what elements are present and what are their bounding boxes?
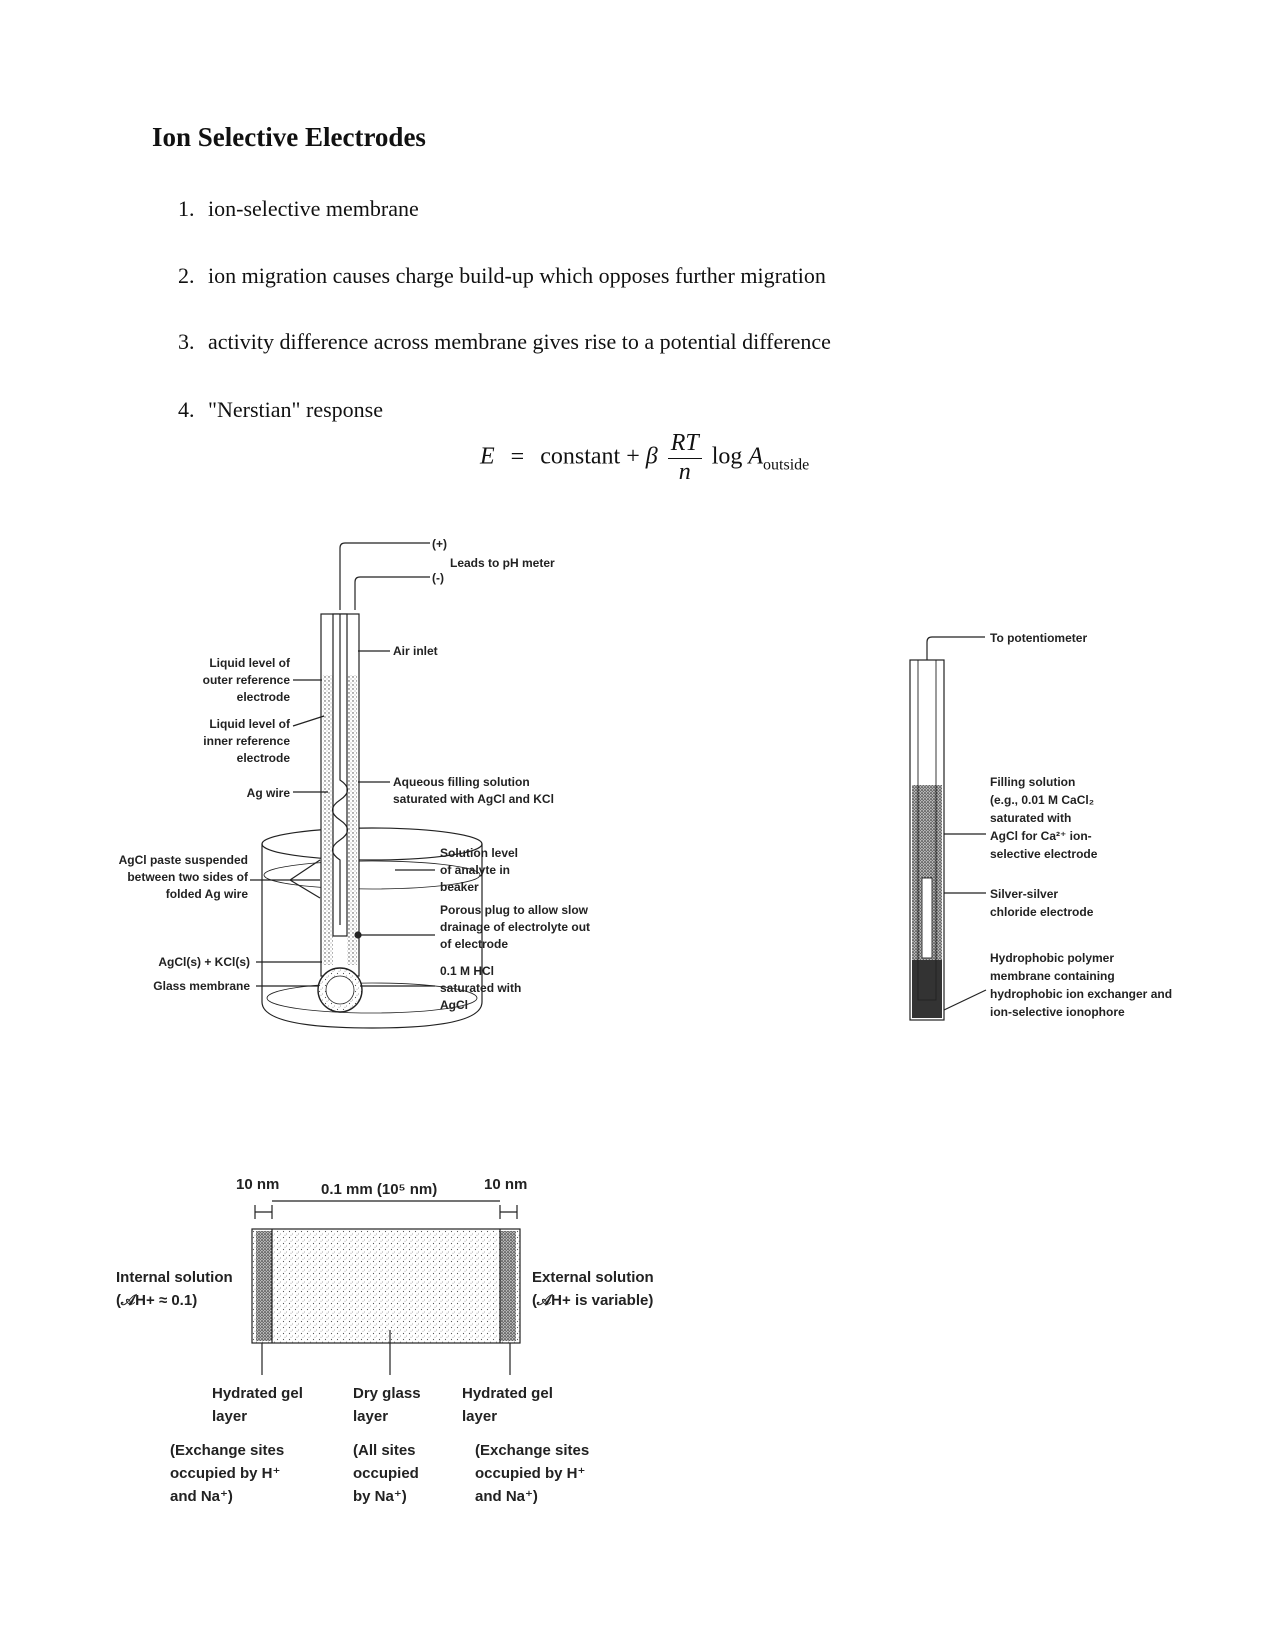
svg-text:saturated with AgCl and KCl: saturated with AgCl and KCl (393, 792, 554, 806)
plus-lead-label: (+) (432, 537, 447, 551)
list-item: 3.activity difference across membrane gi… (178, 329, 831, 354)
svg-text:(𝒜H+ is variable): (𝒜H+ is variable) (532, 1292, 653, 1309)
svg-text:(𝒜H+ ≈ 0.1): (𝒜H+ ≈ 0.1) (116, 1292, 197, 1309)
svg-text:membrane containing: membrane containing (990, 969, 1115, 983)
svg-text:inner reference: inner reference (203, 734, 290, 748)
ph-electrode-labels: (+) (-) Leads to pH meter Air inlet Liqu… (119, 537, 590, 1012)
svg-text:outer reference: outer reference (203, 673, 291, 687)
svg-text:by Na⁺): by Na⁺) (353, 1488, 407, 1505)
ag-wire-label: Ag wire (247, 786, 291, 800)
svg-text:Liquid level of: Liquid level of (209, 656, 291, 670)
list-item: 4."Nerstian" response (178, 397, 383, 422)
svg-text:Liquid level of: Liquid level of (209, 717, 291, 731)
page-title: Ion Selective Electrodes (152, 122, 426, 152)
svg-text:Solution level: Solution level (440, 846, 518, 860)
svg-text:External solution: External solution (532, 1269, 654, 1286)
list-item: 2.ion migration causes charge build-up w… (178, 263, 826, 288)
svg-text:electrode: electrode (237, 751, 291, 765)
svg-text:beaker: beaker (440, 880, 479, 894)
leads-label: Leads to pH meter (450, 556, 555, 570)
svg-text:drainage of electrolyte out: drainage of electrolyte out (440, 920, 590, 934)
svg-text:saturated with: saturated with (990, 811, 1071, 825)
svg-text:layer: layer (353, 1408, 388, 1425)
svg-text:Porous plug to allow slow: Porous plug to allow slow (440, 903, 589, 917)
to-potentiometer-label: To potentiometer (990, 631, 1087, 645)
air-inlet-label: Air inlet (393, 644, 438, 658)
svg-text:of electrode: of electrode (440, 937, 508, 951)
svg-text:Hydrophobic polymer: Hydrophobic polymer (990, 951, 1114, 965)
svg-text:between two sides of: between two sides of (127, 870, 249, 884)
ph-electrode-diagram (250, 542, 483, 1029)
svg-text:electrode: electrode (237, 690, 291, 704)
svg-text:0.1 M HCl: 0.1 M HCl (440, 964, 494, 978)
svg-text:AgCl for Ca²⁺ ion-: AgCl for Ca²⁺ ion- (990, 829, 1092, 843)
svg-text:AgCl: AgCl (440, 998, 468, 1012)
svg-text:(Exchange sites: (Exchange sites (170, 1442, 284, 1459)
ion-selective-electrode-diagram (909, 636, 987, 1021)
svg-text:layer: layer (212, 1408, 247, 1425)
svg-text:of analyte in: of analyte in (440, 863, 510, 877)
glass-membrane-labels: 10 nm 0.1 mm (10⁵ nm) 10 nm Internal sol… (116, 1176, 654, 1505)
svg-text:Hydrated gel: Hydrated gel (212, 1385, 303, 1402)
svg-text:occupied by H⁺: occupied by H⁺ (475, 1465, 585, 1482)
svg-text:Internal solution: Internal solution (116, 1269, 233, 1286)
svg-text:hydrophobic ion exchanger and: hydrophobic ion exchanger and (990, 987, 1172, 1001)
equation-fraction: RT n (667, 430, 702, 486)
svg-text:and Na⁺): and Na⁺) (475, 1488, 538, 1505)
svg-text:(e.g., 0.01 M CaCl₂: (e.g., 0.01 M CaCl₂ (990, 793, 1094, 807)
svg-text:Filling solution: Filling solution (990, 775, 1075, 789)
svg-text:selective electrode: selective electrode (990, 847, 1098, 861)
svg-text:and Na⁺): and Na⁺) (170, 1488, 233, 1505)
svg-text:Glass membrane: Glass membrane (153, 979, 250, 993)
list-item: 1.ion-selective membrane (178, 196, 419, 221)
svg-text:saturated with: saturated with (440, 981, 521, 995)
nernst-equation: E = constant + β RT n log Aoutside (480, 430, 810, 486)
svg-text:occupied: occupied (353, 1465, 419, 1482)
svg-text:(Exchange sites: (Exchange sites (475, 1442, 589, 1459)
svg-text:chloride electrode: chloride electrode (990, 905, 1094, 919)
svg-text:(All sites: (All sites (353, 1442, 416, 1459)
left-width-label: 10 nm (236, 1176, 279, 1193)
mid-width-label: 0.1 mm (10⁵ nm) (321, 1181, 437, 1198)
right-width-label: 10 nm (484, 1176, 527, 1193)
glass-membrane-diagram (251, 1200, 521, 1375)
svg-text:layer: layer (462, 1408, 497, 1425)
svg-text:ion-selective ionophore: ion-selective ionophore (990, 1005, 1125, 1019)
svg-text:AgCl(s) + KCl(s): AgCl(s) + KCl(s) (158, 955, 250, 969)
minus-lead-label: (-) (432, 571, 444, 585)
svg-text:Dry glass: Dry glass (353, 1385, 421, 1402)
svg-text:Aqueous filling solution: Aqueous filling solution (393, 775, 530, 789)
svg-text:occupied by H⁺: occupied by H⁺ (170, 1465, 280, 1482)
svg-text:folded Ag wire: folded Ag wire (166, 887, 249, 901)
svg-text:Hydrated gel: Hydrated gel (462, 1385, 553, 1402)
svg-text:Silver-silver: Silver-silver (990, 887, 1058, 901)
svg-text:AgCl paste suspended: AgCl paste suspended (119, 853, 248, 867)
ion-selective-electrode-labels: To potentiometer Filling solution (e.g.,… (990, 631, 1172, 1019)
